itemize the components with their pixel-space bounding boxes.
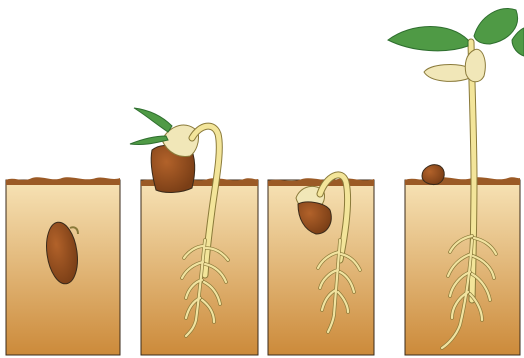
- emerging-leaf-2a: [134, 108, 172, 132]
- stage-4-young-plant: [388, 8, 524, 355]
- stage-2-seedling: [130, 108, 258, 355]
- emerging-leaf-2b: [130, 136, 168, 145]
- true-leaf-left: [388, 27, 468, 51]
- soil-block-4: [405, 180, 520, 355]
- stage-1-seed-in-soil: [6, 177, 120, 355]
- cotyledon-4a: [424, 65, 470, 82]
- stage-3-hooked-seedling: [268, 175, 374, 355]
- true-leaf-right: [474, 8, 518, 44]
- true-leaf-far-right: [512, 28, 524, 56]
- discarded-seed-coat: [422, 165, 444, 185]
- soil-surface-1: [6, 177, 120, 185]
- soil-block-2: [141, 180, 258, 355]
